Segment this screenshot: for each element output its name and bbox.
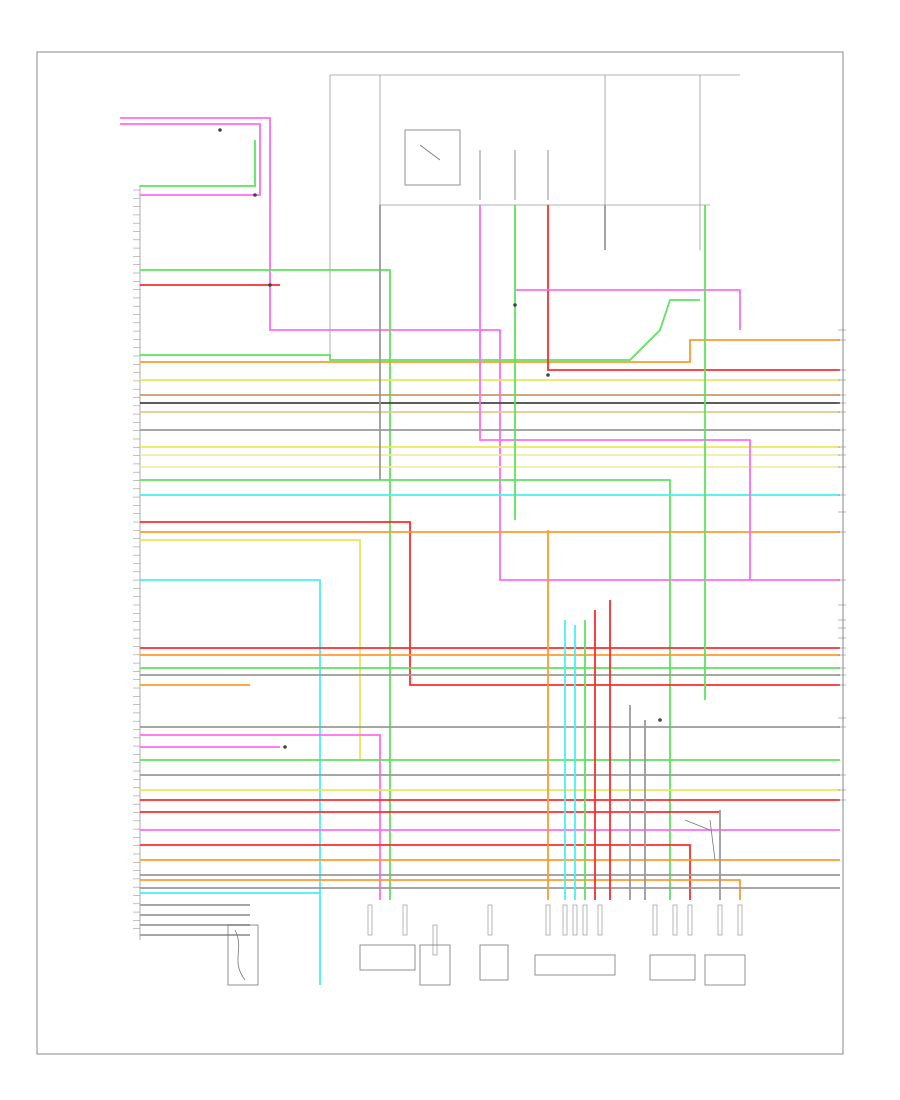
splice-dot: [658, 718, 662, 722]
wire-pink: [515, 289, 741, 330]
wire-green: [140, 140, 256, 187]
sensor-box-2: [359, 944, 416, 971]
connector-pin: [737, 904, 743, 936]
splice-dot: [268, 283, 272, 287]
sensor-box-4: [479, 944, 509, 981]
wire-red: [140, 844, 691, 900]
wire-green: [140, 269, 391, 900]
wire-pink: [120, 117, 840, 581]
connector-pin: [597, 904, 603, 936]
sensor-box-3: [419, 944, 451, 986]
connector-pin: [672, 904, 678, 936]
wire-pink: [479, 205, 751, 580]
splice-dot: [218, 128, 222, 132]
connector-pin: [717, 904, 723, 936]
sensor-box-5: [534, 954, 616, 976]
diagram-frame: [36, 51, 844, 1055]
splice-dot: [253, 193, 257, 197]
connector-pin: [432, 924, 438, 956]
connector-pin: [582, 904, 588, 936]
sensor-symbol-1: [234, 929, 246, 981]
sensor-box-1: [227, 924, 259, 986]
wire-red: [140, 521, 840, 686]
bottom-components: [227, 819, 746, 986]
connector-pin: [562, 904, 568, 936]
sensor-box-6: [649, 954, 696, 981]
splice-dot: [546, 373, 550, 377]
wire-red: [547, 205, 840, 371]
splice-dot: [283, 745, 287, 749]
connector-pin: [367, 904, 373, 936]
wire-pink: [120, 123, 261, 196]
sensor-box-7: [704, 954, 746, 986]
connector-pin: [652, 904, 658, 936]
connector-pin: [402, 904, 408, 936]
wire-green: [140, 479, 671, 900]
wires: [120, 117, 840, 985]
wire-green: [140, 299, 700, 361]
wire-orange: [140, 339, 840, 363]
connector-pin: [572, 904, 578, 936]
connector-pin: [487, 904, 493, 936]
switch-symbol: [684, 819, 716, 861]
wire-cyan: [140, 579, 321, 985]
splice-dot: [513, 303, 517, 307]
relay-symbol: [404, 129, 549, 200]
wire-orange: [140, 879, 741, 900]
right-connector-stubs: [367, 329, 846, 956]
pcm-connector-pins: [133, 185, 141, 940]
wire-yellow: [140, 539, 361, 760]
connector-pin: [545, 904, 551, 936]
connector-pin: [687, 904, 693, 936]
